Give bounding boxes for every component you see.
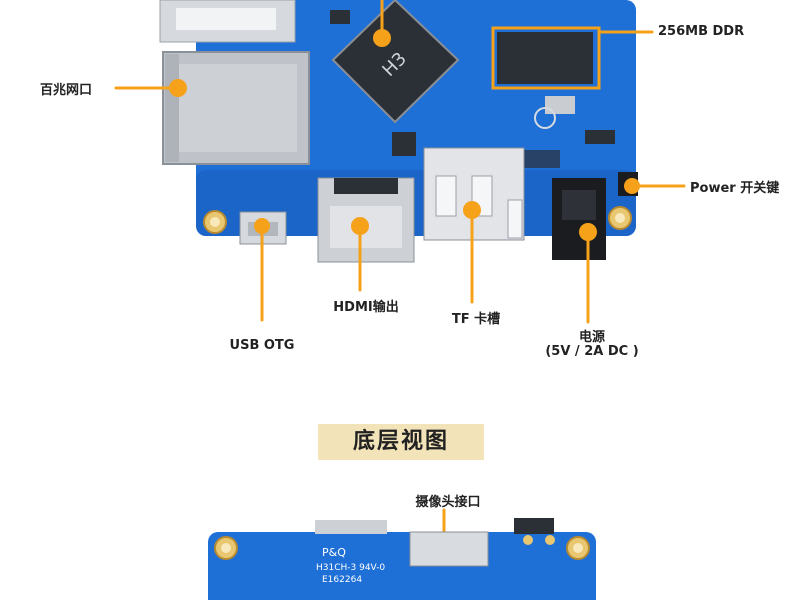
ddr-chip <box>497 32 593 84</box>
label-usb-otg: USB OTG <box>229 338 295 353</box>
bottom-board-pcb <box>208 532 596 600</box>
small-chip <box>392 132 416 156</box>
top-board-shade <box>196 170 636 236</box>
label-ethernet: 百兆网口 <box>40 83 93 98</box>
section-title: 底层视图 <box>318 424 484 460</box>
label-power-line1: 电源 <box>578 330 606 345</box>
label-power-line2: (5V / 2A DC ) <box>545 344 639 359</box>
pq-sub1: H31CH-3 94V-0 <box>316 563 385 573</box>
label-camera: 摄像头接口 <box>415 495 481 510</box>
soc-chip: H3 <box>331 0 460 124</box>
label-tf: TF 卡槽 <box>451 312 501 327</box>
pq-marking: P&Q <box>322 546 346 559</box>
label-hdmi: HDMI输出 <box>333 300 399 315</box>
pq-sub2: E162264 <box>322 575 362 585</box>
label-power-switch: Power 开关键 <box>690 181 780 196</box>
camera-connector <box>409 531 489 567</box>
label-ddr: 256MB DDR <box>658 24 745 39</box>
